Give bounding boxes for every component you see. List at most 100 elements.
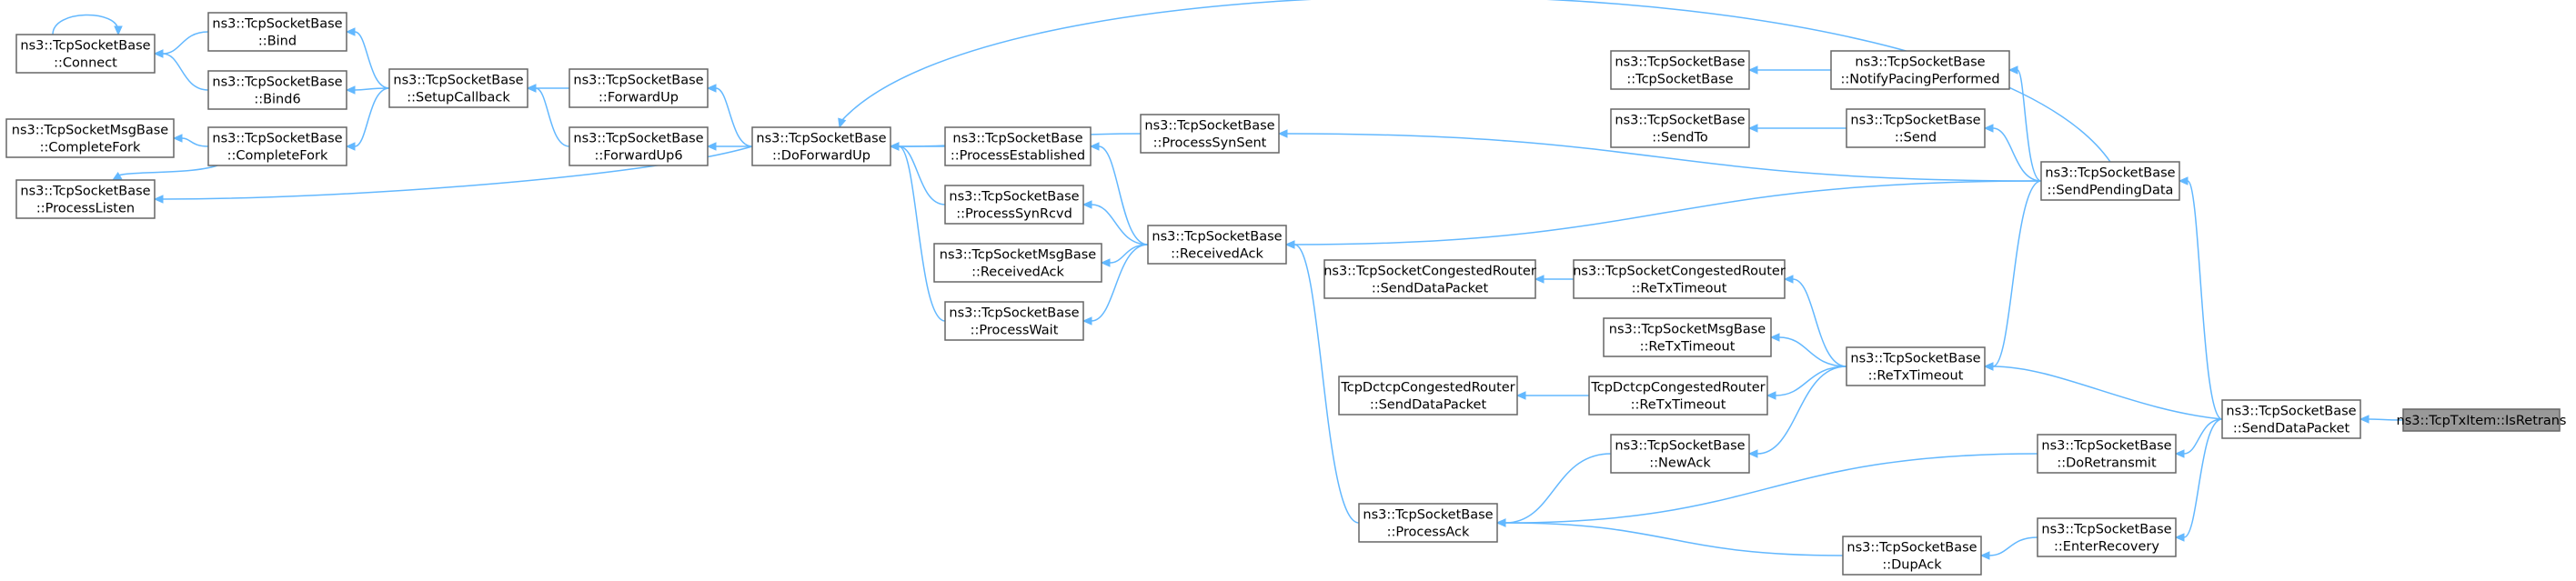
edge-arrowhead bbox=[114, 25, 123, 36]
node-dupack[interactable]: ns3::TcpSocketBase::DupAck bbox=[1842, 536, 1982, 576]
node-label: ns3::TcpSocketBase bbox=[1846, 541, 1977, 556]
node-notifypacing[interactable]: ns3::TcpSocketBase::NotifyPacingPerforme… bbox=[1830, 50, 2010, 90]
node-box bbox=[944, 126, 1092, 166]
node-bind[interactable]: ns3::TcpSocketBase::Bind bbox=[207, 12, 347, 52]
node-label: ns3::TcpSocketBase bbox=[2226, 405, 2356, 419]
node-box bbox=[1610, 108, 1750, 148]
node-send[interactable]: ns3::TcpSocketBase::Send bbox=[1846, 108, 1986, 148]
node-label: ns3::TcpTxItem::IsRetrans bbox=[2397, 414, 2567, 428]
edge-notifypacing-to-ctor bbox=[1747, 65, 1831, 75]
node-label: ns3::TcpSocketBase bbox=[1144, 119, 1274, 134]
edge-retxtimeout-to-newack bbox=[1747, 366, 1847, 458]
node-connect[interactable]: ns3::TcpSocketBase::Connect bbox=[15, 34, 156, 74]
node-cong-retxtimeout[interactable]: ns3::TcpSocketCongestedRouter::ReTxTimeo… bbox=[1573, 259, 1786, 299]
node-doforwardup[interactable]: ns3::TcpSocketBase::DoForwardUp bbox=[751, 126, 891, 166]
node-box bbox=[15, 179, 156, 219]
node-processestablished[interactable]: ns3::TcpSocketBase::ProcessEstablished bbox=[944, 126, 1092, 166]
node-box bbox=[1610, 50, 1750, 90]
node-box bbox=[1147, 225, 1287, 265]
edge-arrowhead bbox=[2359, 415, 2370, 424]
edge-line bbox=[1109, 244, 1149, 264]
edge-arrowhead bbox=[1284, 240, 1295, 249]
node-label: ::SendDataPacket bbox=[2233, 422, 2350, 436]
edge-line bbox=[354, 31, 390, 89]
node-label: ::ProcessWait bbox=[971, 324, 1059, 338]
node-newack[interactable]: ns3::TcpSocketBase::NewAck bbox=[1610, 434, 1750, 474]
edge-arrowhead bbox=[1495, 518, 1506, 527]
node-senddatapacket[interactable]: ns3::TcpSocketBase::SendDataPacket bbox=[2221, 399, 2361, 439]
node-label: ::Connect bbox=[54, 56, 117, 71]
edge-processsynrcvd-to-doforwardup bbox=[889, 142, 946, 205]
node-receivedack[interactable]: ns3::TcpSocketBase::ReceivedAck bbox=[1147, 225, 1287, 265]
node-sendto[interactable]: ns3::TcpSocketBase::SendTo bbox=[1610, 108, 1750, 148]
node-processsynsent[interactable]: ns3::TcpSocketBase::ProcessSynSent bbox=[1140, 114, 1280, 154]
node-isretrans[interactable]: ns3::TcpTxItem::IsRetrans bbox=[2397, 408, 2567, 432]
node-cong-senddatapacket[interactable]: ns3::TcpSocketCongestedRouter::SendDataP… bbox=[1323, 259, 1536, 299]
node-box bbox=[1846, 108, 1986, 148]
node-msg-retxtimeout[interactable]: ns3::TcpSocketMsgBase::ReTxTimeout bbox=[1603, 317, 1772, 357]
node-enterrecovery[interactable]: ns3::TcpSocketBase::EnterRecovery bbox=[2037, 517, 2177, 557]
edge-arrowhead bbox=[2174, 449, 2185, 458]
edge-sendpendingdata-to-send bbox=[1983, 124, 2042, 182]
node-retxtimeout[interactable]: ns3::TcpSocketBase::ReTxTimeout bbox=[1846, 346, 1986, 386]
node-msg-receivedack[interactable]: ns3::TcpSocketMsgBase::ReceivedAck bbox=[933, 243, 1102, 283]
edge-dctcp-retxtimeout-to-dctcp-senddatapacket bbox=[1515, 391, 1589, 400]
node-label: TcpDctcpCongestedRouter bbox=[1340, 381, 1514, 396]
node-label: ::SetupCallback bbox=[407, 91, 510, 105]
node-box bbox=[2037, 434, 2177, 474]
node-dctcp-senddatapacket[interactable]: TcpDctcpCongestedRouter::SendDataPacket bbox=[1338, 376, 1518, 416]
node-msg-completefork[interactable]: ns3::TcpSocketMsgBase::CompleteFork bbox=[5, 118, 175, 158]
node-label: ::Bind bbox=[258, 35, 297, 49]
edge-arrowhead bbox=[1100, 258, 1111, 267]
node-box bbox=[1588, 376, 1768, 416]
edge-send-to-sendto bbox=[1747, 124, 1847, 133]
node-completefork[interactable]: ns3::TcpSocketBase::CompleteFork bbox=[207, 126, 347, 166]
node-processwait[interactable]: ns3::TcpSocketBase::ProcessWait bbox=[944, 301, 1084, 341]
edge-completefork-to-msg-completefork bbox=[172, 134, 209, 147]
node-ctor[interactable]: ns3::TcpSocketBase::TcpSocketBase bbox=[1610, 50, 1750, 90]
node-processlisten[interactable]: ns3::TcpSocketBase::ProcessListen bbox=[15, 179, 156, 219]
node-forwardup6[interactable]: ns3::TcpSocketBase::ForwardUp6 bbox=[569, 126, 709, 166]
node-box bbox=[1846, 346, 1986, 386]
edge-line bbox=[2183, 418, 2223, 455]
node-label: ns3::TcpSocketBase bbox=[949, 306, 1079, 321]
node-label: ::ReceivedAck bbox=[1171, 247, 1263, 262]
edge-cong-retxtimeout-to-cong-senddatapacket bbox=[1534, 275, 1575, 284]
edge-line bbox=[162, 31, 209, 55]
node-bind6[interactable]: ns3::TcpSocketBase::Bind6 bbox=[207, 70, 347, 110]
node-label: ::ForwardUp bbox=[599, 91, 679, 105]
node-label: ::ProcessEstablished bbox=[951, 149, 1085, 164]
node-dctcp-retxtimeout[interactable]: TcpDctcpCongestedRouter::ReTxTimeout bbox=[1588, 376, 1768, 416]
node-box bbox=[207, 70, 347, 110]
node-box bbox=[944, 301, 1084, 341]
edge-line bbox=[1091, 204, 1149, 245]
node-box bbox=[1323, 259, 1536, 299]
node-forwardup[interactable]: ns3::TcpSocketBase::ForwardUp bbox=[569, 68, 709, 108]
edge-line bbox=[535, 87, 570, 147]
edge-arrowhead bbox=[2178, 176, 2189, 185]
nodes-layer: ns3::TcpSocketBase::Connectns3::TcpSocke… bbox=[5, 12, 2567, 576]
edge-line bbox=[181, 137, 209, 147]
node-doretransmit[interactable]: ns3::TcpSocketBase::DoRetransmit bbox=[2037, 434, 2177, 474]
node-box bbox=[15, 34, 156, 74]
edge-doforwardup-to-forwardup bbox=[706, 84, 753, 147]
edge-arrowhead bbox=[1766, 391, 1776, 400]
node-label: ns3::TcpSocketBase bbox=[1615, 55, 1745, 70]
node-setupcallback[interactable]: ns3::TcpSocketBase::SetupCallback bbox=[388, 68, 528, 108]
node-label: ::DoForwardUp bbox=[772, 149, 870, 164]
edge-setupcallback-to-bind bbox=[345, 27, 390, 89]
node-label: ::Send bbox=[1895, 131, 1937, 145]
node-sendpendingdata[interactable]: ns3::TcpSocketBase::SendPendingData bbox=[2040, 161, 2180, 201]
edge-arrowhead bbox=[172, 134, 183, 143]
node-label: ::ProcessAck bbox=[1387, 526, 1470, 540]
node-box bbox=[944, 185, 1084, 225]
node-box bbox=[1610, 434, 1750, 474]
node-box bbox=[2402, 408, 2561, 432]
edge-arrowhead bbox=[526, 84, 537, 93]
edge-sendpendingdata-to-processsynsent bbox=[1277, 129, 2042, 182]
edge-arrowhead bbox=[1747, 65, 1758, 75]
node-processsynrcvd[interactable]: ns3::TcpSocketBase::ProcessSynRcvd bbox=[944, 185, 1084, 225]
node-box bbox=[1603, 317, 1772, 357]
node-processack[interactable]: ns3::TcpSocketBase::ProcessAck bbox=[1358, 503, 1498, 543]
edge-line bbox=[898, 145, 946, 205]
